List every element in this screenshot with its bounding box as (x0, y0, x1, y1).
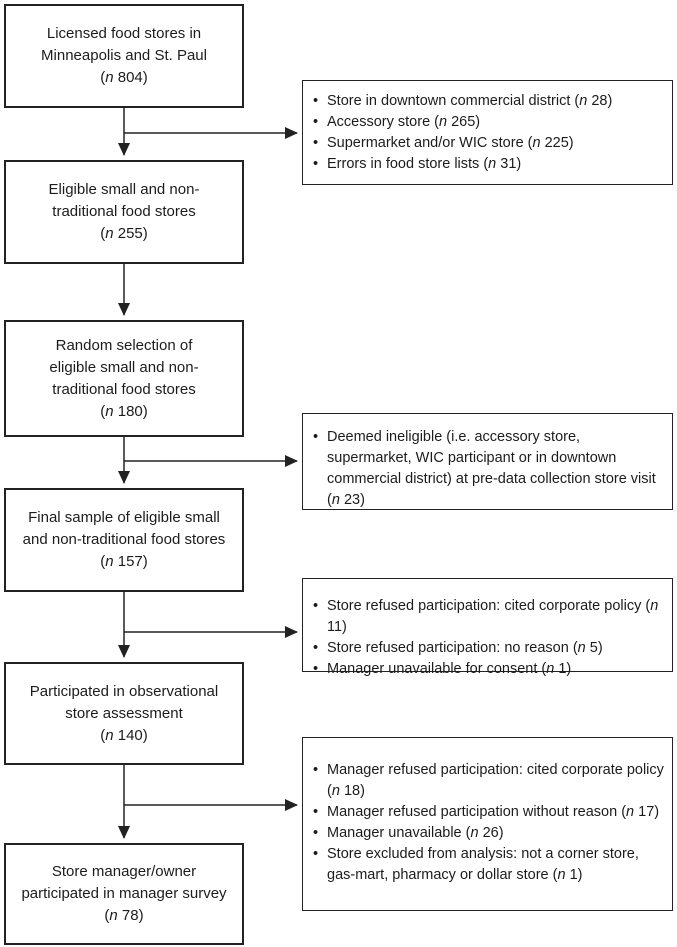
box-text-line: (n 157) (100, 553, 148, 570)
box-text-line: (n 255) (100, 225, 148, 242)
box-text-line: and non-traditional food stores (22, 531, 226, 548)
box-text-line: eligible small and non- (49, 358, 199, 376)
exclusion-list-initial: • Store in downtown commercial district (… (303, 91, 672, 175)
bullet-marker: • (313, 135, 319, 151)
exclusion-item-text: Store in downtown commercial district (n… (327, 93, 613, 109)
exclusion-list-store-refusal: • Store refused participation: cited corp… (303, 596, 672, 680)
exclusion-item: • Store in downtown commercial district (… (313, 91, 666, 112)
exclusion-item: • Store refused participation: cited corp… (313, 596, 666, 638)
exclusion-item: • Errors in food store lists (n 31) (313, 154, 666, 175)
exclusion-item-text: Accessory store (n 265) (327, 114, 481, 130)
bullet-marker: • (313, 762, 319, 778)
exclusion-list-manager-refusal: • Manager refused participation: cited co… (303, 760, 672, 886)
bullet-marker: • (313, 114, 319, 130)
exclusion-item-text: Store excluded from analysis: not a corn… (327, 846, 639, 883)
exclusion-box-initial: • Store in downtown commercial district (… (302, 80, 673, 185)
box-text-line: store assessment (65, 704, 183, 722)
exclusion-item-text: Manager refused participation without re… (327, 804, 660, 820)
exclusion-item-text: Manager unavailable (n 26) (327, 825, 504, 841)
flow-box-licensed-food-stores: Licensed food stores in Minneapolis and S… (4, 4, 244, 108)
exclusion-list-pre-data-visit: • Deemed ineligible (i.e. accessory store… (303, 427, 672, 511)
exclusion-item: • Manager unavailable (n 26) (313, 823, 666, 844)
flow-box-eligible-stores: Eligible small and non-traditional food … (4, 160, 244, 264)
box-text-line: participated in manager survey (21, 885, 227, 902)
exclusion-box-store-refusal: • Store refused participation: cited corp… (302, 578, 673, 677)
box-text-line: Licensed food stores in (46, 25, 202, 42)
box-text-line: Eligible small and non- (48, 181, 200, 198)
box-text-line: (n 180) (100, 402, 148, 420)
exclusion-item: • Store refused participation: no reason … (313, 638, 666, 659)
exclusion-item-text: Manager refused participation: cited cor… (327, 762, 664, 799)
exclusion-box-manager-refusal: • Manager refused participation: cited co… (302, 737, 673, 911)
box-text-line: (n 804) (100, 69, 148, 86)
box-text-line: Random selection of (55, 336, 193, 354)
exclusion-item: • Supermarket and/or WIC store (n 225) (313, 133, 666, 154)
bullet-marker: • (313, 429, 319, 445)
box-text-line: Participated in observational (29, 682, 219, 700)
exclusion-item-text: Store refused participation: cited corpo… (327, 598, 659, 635)
bullet-marker: • (313, 156, 319, 172)
box-text-line: Final sample of eligible small (28, 509, 220, 526)
exclusion-item: • Manager refused participation: cited co… (313, 760, 666, 802)
exclusion-item-text: Store refused participation: no reason (… (327, 640, 603, 656)
exclusion-item-text: Errors in food store lists (n 31) (327, 156, 522, 172)
bullet-marker: • (313, 598, 319, 614)
box-text-line: (n 78) (104, 907, 144, 924)
box-text-line: Store manager/owner (51, 863, 197, 880)
exclusion-item: • Accessory store (n 265) (313, 112, 666, 133)
flow-box-observational-assessment: Participated in observational store asses… (4, 662, 244, 765)
box-text-line: traditional food stores (52, 203, 196, 220)
exclusion-item: • Deemed ineligible (i.e. accessory store… (313, 427, 666, 511)
exclusion-item: • Store excluded from analysis: not a cor… (313, 844, 666, 886)
bullet-marker: • (313, 661, 319, 677)
box-text-line: (n 140) (100, 726, 148, 744)
exclusion-item-text: Supermarket and/or WIC store (n 225) (327, 135, 574, 151)
bullet-marker: • (313, 640, 319, 656)
flow-box-final-sample: Final sample of eligible small and non-tr… (4, 488, 244, 592)
exclusion-box-pre-data-visit: • Deemed ineligible (i.e. accessory store… (302, 413, 673, 510)
exclusion-item-text: Manager unavailable for consent (n 1) (327, 661, 572, 677)
bullet-marker: • (313, 846, 319, 862)
bullet-marker: • (313, 93, 319, 109)
box-text-line: Minneapolis and St. Paul (41, 47, 207, 64)
flow-box-random-selection: Random selection of eligible small and no… (4, 320, 244, 437)
flow-box-manager-survey: Store manager/owner participated in manag… (4, 843, 244, 945)
box-text-line: traditional food stores (52, 380, 196, 398)
exclusion-item: • Manager refused participation without r… (313, 802, 666, 823)
exclusion-item: • Manager unavailable for consent (n 1) (313, 659, 666, 680)
exclusion-item-text: Deemed ineligible (i.e. accessory store,… (327, 429, 656, 508)
bullet-marker: • (313, 825, 319, 841)
bullet-marker: • (313, 804, 319, 820)
